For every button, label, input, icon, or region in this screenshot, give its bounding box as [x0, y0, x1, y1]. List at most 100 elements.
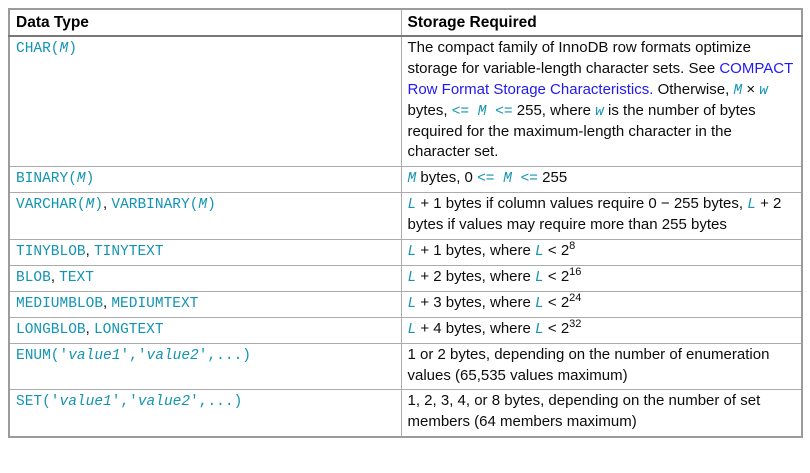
text-segment: , [85, 241, 94, 259]
code-segment: ENUM(' [16, 347, 69, 364]
code-segment: TEXT [59, 269, 94, 286]
code-segment: LONGBLOB [16, 321, 86, 338]
code-segment: L [747, 197, 756, 214]
code-segment: value2 [146, 347, 199, 364]
code-segment: M [76, 171, 86, 188]
text-segment: 255 [538, 169, 568, 187]
code-segment: <= [477, 171, 504, 188]
code-segment: M [198, 197, 208, 214]
storage-required-cell: 1, 2, 3, 4, or 8 bytes, depending on the… [400, 389, 803, 438]
code-segment: ',...) [198, 347, 251, 364]
code-segment: ',' [120, 347, 147, 364]
storage-required-cell: L + 2 bytes, where L < 216 [400, 264, 803, 292]
text-segment: + 2 bytes, where [416, 267, 536, 285]
storage-requirements-table: Data Type Storage Required CHAR(M)The co… [8, 8, 803, 438]
code-segment: w [759, 82, 768, 99]
storage-required-cell: 1 or 2 bytes, depending on the number of… [400, 342, 803, 391]
code-segment: L [407, 243, 417, 260]
table-row: ENUM('value1','value2',...)1 or 2 bytes,… [8, 342, 803, 391]
table-row: BINARY(M)M bytes, 0 <= M <= 255 [8, 166, 803, 194]
storage-required-cell: L + 4 bytes, where L < 232 [400, 316, 803, 344]
code-segment: <= [511, 171, 538, 188]
code-segment: ) [207, 197, 216, 214]
text-segment: < 2 [543, 319, 570, 337]
data-type-cell: BINARY(M) [8, 166, 402, 194]
text-segment: 255, where [512, 101, 596, 119]
code-segment: M [407, 171, 417, 188]
code-segment: TINYBLOB [16, 243, 86, 260]
code-segment: ',...) [190, 394, 243, 411]
storage-required-cell: L + 3 bytes, where L < 224 [400, 290, 803, 318]
table-row: CHAR(M)The compact family of InnoDB row … [8, 35, 803, 168]
code-segment: M [477, 103, 487, 120]
storage-required-cell: L + 1 bytes, where L < 28 [400, 238, 803, 266]
exponent-superscript: 8 [569, 239, 576, 252]
code-segment: ) [85, 171, 95, 188]
text-segment: Otherwise, [653, 80, 734, 98]
compact-row-format-link[interactable]: COMPACT Row Format Storage Characteristi… [407, 60, 793, 98]
code-segment: L [407, 197, 417, 214]
code-segment: VARCHAR( [16, 197, 86, 214]
code-segment: BINARY( [16, 171, 77, 188]
exponent-superscript: 24 [569, 291, 582, 304]
data-type-cell: VARCHAR(M), VARBINARY(M) [8, 192, 402, 240]
data-type-cell: SET('value1','value2',...) [8, 389, 402, 438]
storage-required-cell: M bytes, 0 <= M <= 255 [400, 166, 803, 194]
table-body: CHAR(M)The compact family of InnoDB row … [8, 35, 803, 438]
code-segment: L [535, 243, 544, 260]
code-segment: LONGTEXT [93, 321, 164, 338]
text-segment: bytes, 0 [416, 169, 478, 187]
text-segment: 1, 2, 3, 4, or 8 bytes, depending on the… [407, 392, 761, 430]
text-segment: + 1 bytes if column values require 0 − 2… [416, 195, 748, 213]
code-segment: SET(' [16, 394, 60, 411]
text-segment: , [50, 267, 60, 285]
code-segment: value1 [68, 347, 121, 364]
text-segment: , [85, 319, 94, 337]
code-segment: L [535, 269, 544, 286]
text-segment: + 3 bytes, where [416, 293, 536, 311]
text-segment: The compact family of InnoDB row formats… [407, 39, 751, 78]
text-segment: 1 or 2 bytes, depending on the number of… [407, 345, 770, 384]
table-row: SET('value1','value2',...)1, 2, 3, 4, or… [8, 389, 803, 438]
table-header: Data Type Storage Required [8, 8, 803, 38]
table-row: VARCHAR(M), VARBINARY(M) L + 1 bytes if c… [8, 192, 803, 240]
data-type-cell: ENUM('value1','value2',...) [8, 342, 402, 391]
code-segment: L [407, 269, 417, 286]
code-segment: M [59, 41, 69, 58]
code-segment: value2 [137, 394, 191, 411]
code-segment: L [407, 321, 417, 338]
code-segment: w [595, 103, 604, 120]
storage-required-cell: The compact family of InnoDB row formats… [400, 35, 803, 168]
data-type-cell: BLOB, TEXT [8, 264, 402, 292]
text-segment: , [103, 195, 112, 213]
column-header-storage-required: Storage Required [400, 8, 803, 38]
column-header-data-type: Data Type [8, 8, 402, 38]
code-segment: M [85, 197, 95, 214]
text-segment: + 1 bytes, where [416, 241, 536, 259]
code-segment: <= [451, 103, 478, 120]
code-segment: <= [486, 103, 513, 120]
text-segment: is the number of bytes required for the … [407, 101, 756, 161]
data-type-cell: LONGBLOB, LONGTEXT [8, 316, 402, 344]
data-type-cell: TINYBLOB, TINYTEXT [8, 238, 402, 266]
data-type-cell: CHAR(M) [8, 35, 402, 168]
text-segment: < 2 [543, 293, 570, 311]
text-segment: < 2 [543, 267, 570, 285]
text-segment: + 4 bytes, where [416, 319, 536, 337]
exponent-superscript: 16 [569, 265, 582, 278]
code-segment: BLOB [16, 269, 51, 286]
code-segment: M [733, 82, 743, 99]
data-type-cell: MEDIUMBLOB, MEDIUMTEXT [8, 290, 402, 318]
code-segment: MEDIUMBLOB [16, 295, 104, 312]
code-segment: MEDIUMTEXT [111, 295, 199, 312]
text-segment: < 2 [543, 241, 570, 259]
header-row: Data Type Storage Required [8, 8, 803, 38]
text-segment: , [103, 293, 112, 311]
code-segment: L [535, 321, 544, 338]
code-segment: ) [94, 197, 104, 214]
code-segment: ) [68, 41, 77, 58]
